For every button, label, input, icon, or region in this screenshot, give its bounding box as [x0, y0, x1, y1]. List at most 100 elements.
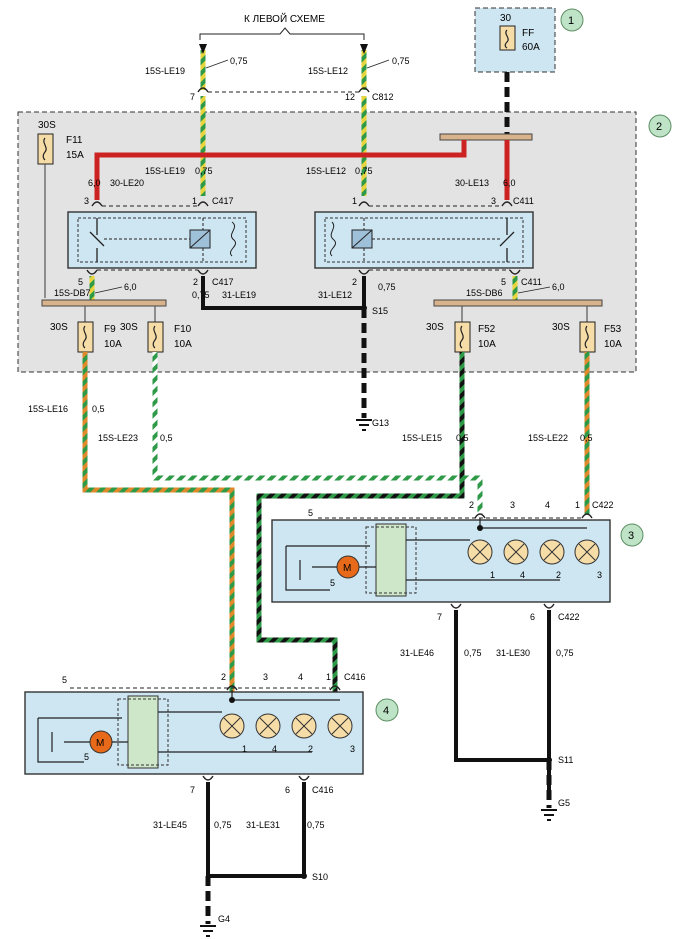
callout-2-text: 2	[656, 121, 662, 133]
m4-conn-top: C416	[344, 672, 366, 682]
callout-1-text: 1	[568, 15, 574, 27]
r1-pin5: 5	[78, 277, 83, 287]
m4-bulb-pin-b: 4	[272, 744, 277, 754]
relay-right-switch	[499, 218, 515, 262]
f53-term: 30S	[552, 322, 570, 333]
le16-label: 15S-LE16	[28, 404, 68, 414]
m3-ground-wires	[454, 610, 551, 800]
le15-size: 0,5	[456, 433, 469, 443]
f10-term: 30S	[120, 322, 138, 333]
f53-fuse-glyph	[584, 325, 589, 349]
db7-size: 6,0	[124, 282, 137, 292]
callout-3-text: 3	[628, 530, 634, 542]
wire-le15	[256, 352, 465, 694]
m3-controller-outline	[365, 526, 417, 594]
le12-gnd-size: 0,75	[378, 282, 396, 292]
le19-size-leader	[205, 59, 229, 69]
callout-3	[620, 523, 644, 547]
relay-right	[314, 211, 534, 269]
m4-w31-size: 0,75	[307, 820, 325, 830]
m4-bulb-2-x	[259, 717, 277, 735]
m4-pin3: 3	[263, 672, 268, 682]
m3-bulb-4-x	[578, 543, 596, 561]
ff-name: FF	[522, 28, 534, 39]
f11-fuse-glyph	[42, 137, 47, 161]
le23-size: 0,5	[160, 433, 173, 443]
m3-motor-label: M	[343, 563, 351, 574]
f52-name: F52	[478, 324, 496, 335]
db7-leader	[94, 286, 123, 294]
callout-2	[648, 114, 672, 138]
m4-bulb-1-x	[223, 717, 241, 735]
m3-controller	[375, 523, 407, 597]
db6-label: 15S-DB6	[466, 288, 503, 298]
f9-rating: 10A	[104, 339, 122, 350]
db6-size: 6,0	[552, 282, 565, 292]
m3-conn-bottom: C422	[558, 612, 580, 622]
c417-top: C417	[212, 196, 234, 206]
f9-term: 30S	[50, 322, 68, 333]
c411-top: C411	[513, 196, 534, 206]
f10-name: F10	[174, 324, 192, 335]
m4-motor-label: M	[96, 738, 104, 749]
m3-bulb-pin-d: 3	[597, 570, 602, 580]
m4-pin7: 7	[190, 785, 195, 795]
m4-pin1: 1	[326, 672, 331, 682]
c812-pin7: 7	[190, 92, 195, 102]
busbar-right	[433, 299, 603, 307]
relay-left-switch	[89, 218, 105, 262]
s15-label: S15	[372, 306, 388, 316]
m4-controller-outline	[117, 698, 169, 766]
busbar-top	[439, 133, 533, 141]
relay-left	[67, 211, 257, 269]
callout-4	[375, 698, 399, 722]
m4-bulb-pin-c: 2	[308, 744, 313, 754]
relay-right-coil-diag	[351, 229, 373, 249]
m4-motor-pin: 5	[84, 752, 89, 762]
le19-top-label: 15S-LE19	[145, 66, 185, 76]
relay-right-diode	[330, 221, 336, 257]
le23-label: 15S-LE23	[98, 433, 138, 443]
wire-le23	[152, 352, 483, 514]
m4-internal	[37, 690, 340, 763]
g5-ground-icon	[541, 809, 557, 821]
ff-rating: 60A	[522, 42, 540, 53]
m3-bulb-pin-a: 1	[490, 570, 495, 580]
ff-fuse-glyph	[504, 29, 509, 49]
relay-right-wiring	[363, 218, 500, 262]
m3-w30: 31-LE30	[496, 648, 530, 658]
busbar-left	[41, 299, 167, 307]
header-brace	[199, 27, 365, 40]
m4-bulb-pin-d: 3	[350, 744, 355, 754]
relay-left-coil-diag	[189, 229, 211, 249]
m3-bulb-1-x	[471, 543, 489, 561]
r2-pin2: 2	[352, 277, 357, 287]
relay-left-inner	[77, 217, 247, 263]
le19-in-label: 15S-LE19	[145, 166, 185, 176]
relay-left-wiring	[104, 218, 204, 262]
le19-top-size: 0,75	[230, 56, 248, 66]
m3-bulb-2-x	[507, 543, 525, 561]
m4-connector-bottom	[202, 775, 310, 781]
module-4	[24, 691, 364, 775]
le12-gnd-label: 31-LE12	[318, 290, 352, 300]
m3-pin4: 4	[545, 500, 550, 510]
m3-bulb-pin-c: 2	[556, 570, 561, 580]
f11-name: F11	[66, 135, 83, 146]
s11-label: S11	[558, 755, 573, 765]
le12-in-label: 15S-LE12	[306, 166, 346, 176]
terminal-left-top	[199, 44, 207, 54]
c411-bottom: C411	[521, 277, 542, 287]
m4-connector-top	[226, 685, 341, 691]
relay-connectors-bottom	[86, 269, 521, 275]
m3-pin6: 6	[530, 612, 535, 622]
g13-ground-icon	[356, 419, 372, 431]
m3-pin2: 2	[469, 500, 474, 510]
c812-pin12: 12	[345, 92, 355, 102]
wire-ground-relays	[201, 276, 366, 310]
m4-w31: 31-LE31	[246, 820, 280, 830]
c812-connector	[197, 87, 370, 93]
f52-rating: 10A	[478, 339, 496, 350]
